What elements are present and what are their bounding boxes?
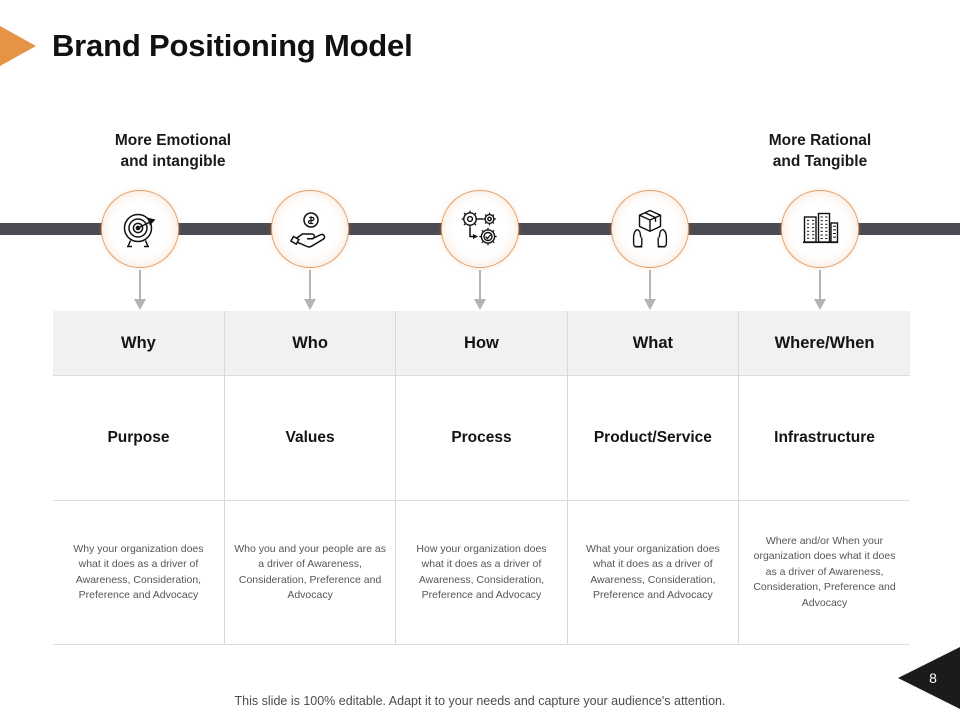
matrix-header-row: Why Who How What Where/When — [53, 311, 910, 376]
spectrum-label-left: More Emotional and intangible — [58, 130, 288, 172]
matrix-term-cell: Process — [395, 375, 568, 501]
connector-arrow-where-when — [813, 270, 827, 312]
target-icon — [118, 207, 162, 251]
hand-holding-money-icon — [288, 207, 332, 251]
spectrum-label-right: More Rational and Tangible — [705, 130, 935, 172]
page-title: Brand Positioning Model — [52, 28, 413, 63]
matrix-term-cell: Purpose — [53, 375, 225, 501]
matrix-description-cell: Why your organization does what it does … — [53, 500, 225, 645]
arrow-stem — [309, 270, 311, 301]
arrow-head-icon — [134, 299, 146, 310]
matrix-header-cell: Who — [224, 311, 397, 376]
matrix-header-cell: Why — [53, 311, 225, 376]
footer-note: This slide is 100% editable. Adapt it to… — [234, 694, 726, 708]
page-number-badge: 8 — [898, 647, 960, 709]
arrow-stem — [819, 270, 821, 301]
connector-arrow-how — [473, 270, 487, 312]
title-accent-arrow-icon — [0, 26, 36, 66]
matrix-description-cell: Where and/or When your organization does… — [738, 500, 910, 645]
node-circle-how[interactable] — [441, 190, 519, 268]
spectrum-label-left-line2: and intangible — [120, 153, 226, 170]
arrow-stem — [649, 270, 651, 301]
matrix-description-row: Why your organization does what it does … — [53, 500, 910, 645]
matrix-header-cell: Where/When — [738, 311, 910, 376]
matrix-header-cell: What — [567, 311, 740, 376]
matrix-term-cell: Infrastructure — [738, 375, 910, 501]
matrix-description-cell: Who you and your people are as a driver … — [224, 500, 397, 645]
gears-process-icon — [458, 207, 502, 251]
arrow-head-icon — [814, 299, 826, 310]
arrow-head-icon — [644, 299, 656, 310]
arrow-head-icon — [474, 299, 486, 310]
page-number-label: 8 — [929, 670, 937, 686]
hands-holding-box-icon — [628, 207, 672, 251]
connector-arrow-why — [133, 270, 147, 312]
connector-arrow-who — [303, 270, 317, 312]
matrix-term-cell: Product/Service — [567, 375, 740, 501]
arrow-stem — [139, 270, 141, 301]
connector-arrow-what — [643, 270, 657, 312]
spectrum-label-right-line2: and Tangible — [772, 153, 868, 170]
spectrum-label-left-line1: More Emotional — [114, 132, 232, 149]
buildings-icon — [799, 208, 841, 250]
matrix-header-cell: How — [395, 311, 568, 376]
matrix-description-cell: What your organization does what it does… — [567, 500, 740, 645]
spectrum-label-right-line1: More Rational — [768, 132, 872, 149]
arrow-head-icon — [304, 299, 316, 310]
node-circle-where-when[interactable] — [781, 190, 859, 268]
brand-positioning-matrix: Why Who How What Where/When Purpose Valu… — [53, 311, 910, 645]
arrow-stem — [479, 270, 481, 301]
node-circle-why[interactable] — [101, 190, 179, 268]
matrix-description-cell: How your organization does what it does … — [395, 500, 568, 645]
matrix-term-row: Purpose Values Process Product/Service I… — [53, 375, 910, 501]
node-circle-who[interactable] — [271, 190, 349, 268]
node-circle-what[interactable] — [611, 190, 689, 268]
matrix-term-cell: Values — [224, 375, 397, 501]
page-number-wedge-shape — [898, 647, 960, 709]
